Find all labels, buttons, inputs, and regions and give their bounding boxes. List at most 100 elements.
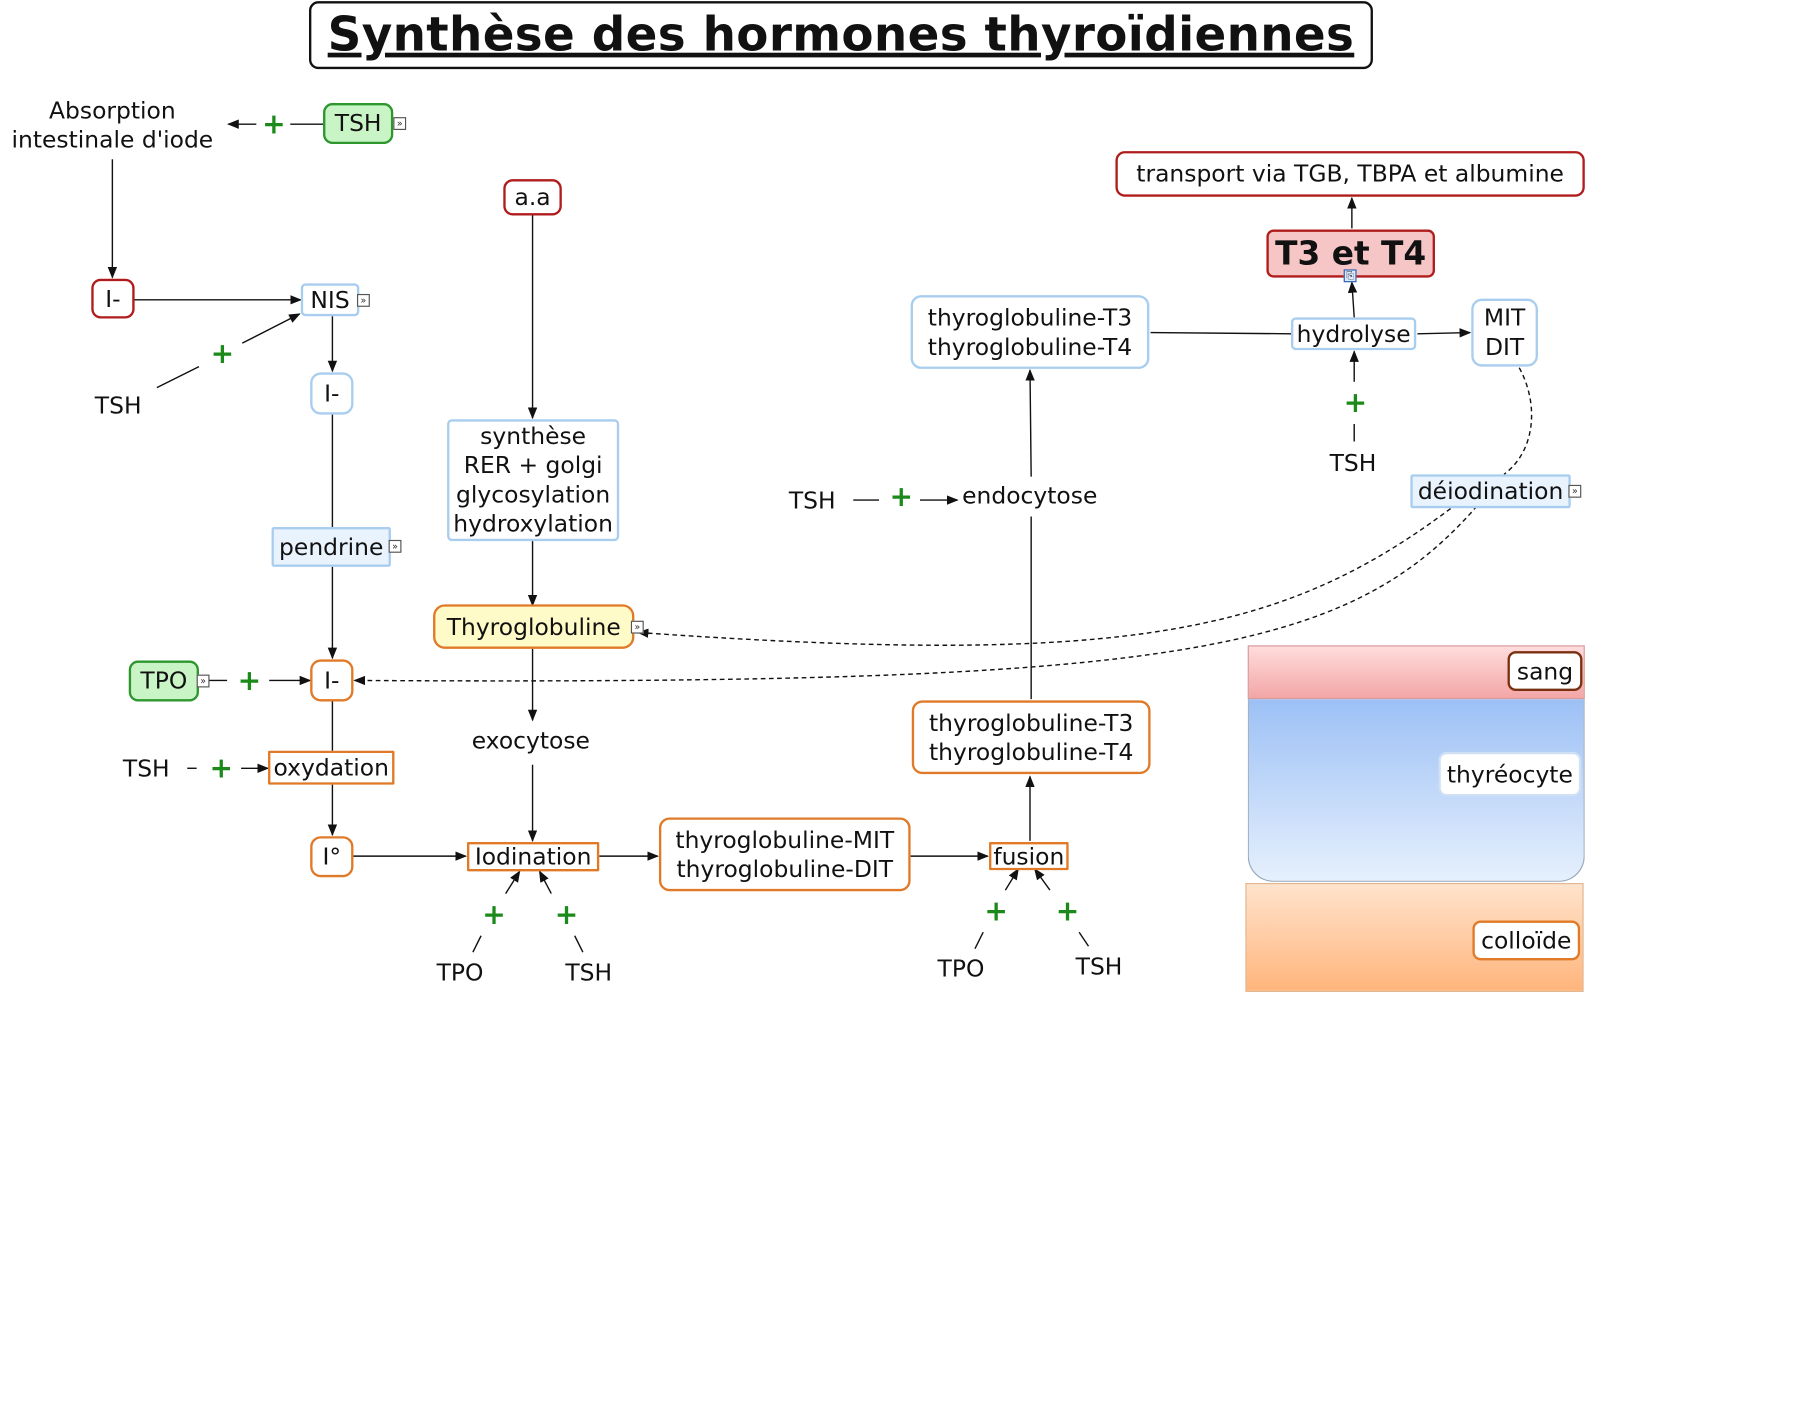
iodide-blue-label: I- (324, 378, 340, 407)
legend-thyreocyte-label-box: thyréocyte (1438, 751, 1582, 797)
link-icon[interactable]: » (356, 293, 370, 307)
iodide-orange-label: I- (324, 665, 340, 694)
plus-sign: + (210, 337, 235, 371)
deiodination-label: déiodination (1417, 476, 1564, 505)
plus-sign: + (482, 898, 506, 932)
t3-t4-label: T3 et T4 (1275, 234, 1427, 273)
arrow-endocytose-to-tg-upper (1025, 368, 1035, 477)
iodination-label: Iodination (474, 842, 592, 871)
mit-dit-node[interactable]: MIT DIT (1471, 298, 1538, 367)
thyroglobuline-node[interactable]: Thyroglobuline (433, 604, 635, 649)
thyroglobuline-label: Thyroglobuline (446, 611, 621, 641)
plus-sign: + (889, 480, 914, 513)
transport-label: transport via TGB, TBPA et albumine (1136, 159, 1564, 188)
endocytose-label: endocytose (962, 481, 1098, 510)
diagram-title: Synthèse des hormones thyroïdiennes (327, 8, 1355, 63)
tsh-fusion-label: TSH (1075, 952, 1123, 981)
tg-t3t4-lower-node[interactable]: thyroglobuline-T3 thyroglobuline-T4 (911, 700, 1151, 775)
iodide-red-node[interactable]: I- (91, 278, 135, 319)
deiodination-node[interactable]: déiodination (1410, 474, 1571, 509)
legend-thyreocyte-label: thyréocyte (1446, 759, 1573, 788)
mit-label: MIT (1483, 303, 1526, 332)
arrow-plus-to-iodination-right (538, 870, 552, 894)
legend-colloide-label-box: colloïde (1472, 920, 1581, 961)
dashed-deiodination-to-thyroglobuline (636, 503, 1458, 646)
line-tsh-to-plus-nis (156, 365, 200, 389)
plus-sign: + (262, 107, 286, 141)
tsh-top-label: TSH (334, 108, 382, 138)
tpo-fusion-label: TPO (937, 954, 985, 983)
iodination-node[interactable]: Iodination (467, 842, 600, 872)
arrow-plus-to-fusion-right (1033, 868, 1051, 891)
arrow-hydrolyse-to-t3t4 (1347, 281, 1358, 318)
synthese-line-2: RER + golgi (463, 450, 603, 480)
tpo-iodination-label: TPO (436, 958, 484, 987)
synthese-node[interactable]: synthèse RER + golgi glycosylation hydro… (447, 419, 620, 542)
link-icon[interactable]: » (630, 620, 644, 634)
tsh-top-node[interactable]: TSH (323, 103, 394, 145)
link-icon[interactable]: » (393, 117, 407, 130)
iodide-orange-node[interactable]: I- (310, 659, 354, 702)
tg-t4-lower-label: thyroglobuline-T4 (928, 737, 1134, 766)
tpo-green-node[interactable]: TPO (128, 660, 199, 702)
tg-mit-dit-node[interactable]: thyroglobuline-MIT thyroglobuline-DIT (658, 817, 911, 892)
absorption-line-1: Absorption (48, 96, 176, 125)
tg-dit-label: thyroglobuline-DIT (676, 854, 894, 883)
tsh-nis-label: TSH (94, 391, 142, 420)
nis-node[interactable]: NIS (300, 283, 360, 317)
absorption-label: Absorption intestinale d'iode (9, 96, 215, 155)
link-icon[interactable]: » (1568, 484, 1582, 498)
nis-label: NIS (310, 285, 350, 314)
hydrolyse-node[interactable]: hydrolyse (1291, 317, 1417, 351)
pendrine-node[interactable]: pendrine (271, 527, 391, 567)
link-icon[interactable]: » (196, 674, 210, 688)
synthese-line-4: hydroxylation (453, 509, 613, 538)
tpo-green-label: TPO (140, 666, 188, 695)
line-tg-upper-to-hydrolyse (1150, 331, 1292, 335)
dashed-mitdit-to-deiodination (1503, 367, 1533, 475)
aa-node[interactable]: a.a (503, 179, 562, 216)
legend-sang-label-box: sang (1507, 651, 1583, 691)
iodide-blue-node[interactable]: I- (310, 372, 354, 415)
link-icon[interactable]: » (388, 539, 402, 553)
synthese-line-1: synthèse (480, 421, 587, 450)
transport-node[interactable]: transport via TGB, TBPA et albumine (1115, 151, 1585, 197)
iodine-atom-node[interactable]: I° (310, 836, 354, 878)
line-tpo-to-plus-fusion (974, 931, 984, 949)
tsh-iodination-label: TSH (565, 958, 613, 987)
dit-label: DIT (1484, 332, 1525, 361)
tsh-hydrolyse-label: TSH (1329, 448, 1377, 477)
plus-sign: + (237, 664, 262, 697)
tg-t3-upper-label: thyroglobuline-T3 (927, 302, 1133, 331)
title-box: Synthèse des hormones thyroïdiennes (308, 1, 1373, 70)
dashed-deiodination-to-iodide (353, 505, 1478, 686)
arrow-plus-to-nis (241, 313, 301, 344)
tg-t3t4-upper-node[interactable]: thyroglobuline-T3 thyroglobuline-T4 (910, 295, 1150, 369)
legend-sang-label: sang (1516, 656, 1574, 685)
plus-sign: + (209, 751, 234, 785)
attachment-icon[interactable]: ⎘ (1343, 269, 1357, 283)
connector-layer (107, 119, 1533, 953)
pendrine-label: pendrine (279, 532, 384, 561)
arrow-plus-to-fusion-left (1004, 867, 1019, 891)
line-tpo-to-plus-iod (472, 935, 482, 953)
fusion-label: fusion (993, 841, 1065, 870)
exocytose-label: exocytose (471, 726, 590, 755)
hydrolyse-label: hydrolyse (1296, 319, 1411, 348)
absorption-line-2: intestinale d'iode (11, 125, 214, 154)
fusion-node[interactable]: fusion (989, 841, 1069, 871)
aa-label: a.a (514, 182, 551, 211)
plus-sign: + (554, 898, 579, 932)
line-tsh-to-plus-iod (574, 935, 584, 953)
arrow-plus-to-iodination-left (505, 870, 521, 894)
tg-t4-upper-label: thyroglobuline-T4 (927, 332, 1133, 361)
oxydation-node[interactable]: oxydation (268, 750, 395, 785)
iodide-red-label: I- (105, 284, 121, 313)
plus-sign: + (1055, 894, 1080, 928)
tsh-endocytose-label: TSH (788, 486, 836, 515)
oxydation-label: oxydation (273, 753, 389, 782)
legend-colloide-label: colloïde (1481, 925, 1572, 954)
tg-t3-lower-label: thyroglobuline-T3 (928, 707, 1134, 737)
tg-mit-label: thyroglobuline-MIT (675, 825, 895, 854)
